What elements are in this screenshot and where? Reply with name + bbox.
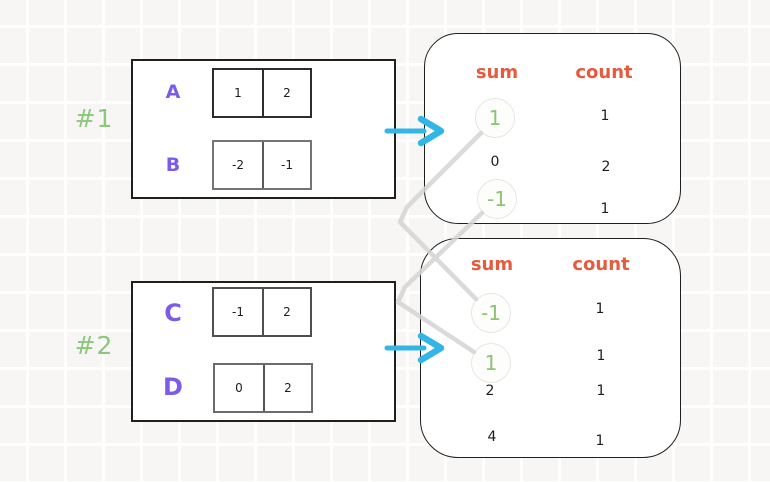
group2-sum-value-highlighted: -1 [471,293,511,333]
array-cell: -2 [232,158,244,172]
group1-row-b-letter: B [165,154,181,176]
array-cell: -1 [262,142,310,188]
array-cell: 2 [262,70,310,116]
group1-count-value: 1 [600,108,610,124]
group1-row-a-array: 1 2 [212,68,312,118]
array-cell: 1 [234,86,242,100]
group2-count-value: 1 [595,433,605,449]
group2-count-value: 1 [596,348,606,364]
group1-row-b-array: -2 -1 [212,140,312,190]
group2-sum-value: 4 [487,429,497,445]
group1-sum-value-highlighted: -1 [477,179,517,219]
group2-row-c-array: -1 2 [212,287,312,337]
group1-label: #1 [74,104,114,133]
array-cell: -1 [232,305,244,319]
group1-sum-value: 0 [490,154,500,170]
group2-count-value: 1 [595,301,605,317]
group2-row-c-letter: C [164,299,182,327]
group1-row-a-letter: A [165,81,181,103]
group2-sum-header: sum [470,254,514,275]
group1-count-header: count [575,62,633,83]
group2-row-d-array: 0 2 [213,363,313,413]
array-cell: 2 [263,365,311,411]
group2-row-d-letter: D [163,373,183,401]
group2-count-header: count [572,254,630,275]
group1-count-value: 1 [600,201,610,217]
group1-sum-value-highlighted: 1 [475,98,515,138]
group2-count-value: 1 [596,383,606,399]
group2-sum-value-highlighted: 1 [471,343,511,383]
group2-result-box [420,238,681,458]
array-cell: 0 [235,381,243,395]
array-cell: 2 [262,289,310,335]
group2-sum-value: 2 [485,383,495,399]
group2-label: #2 [74,331,114,360]
group1-count-value: 2 [601,159,611,175]
group1-result-box [424,33,681,224]
group1-sum-header: sum [475,62,519,83]
